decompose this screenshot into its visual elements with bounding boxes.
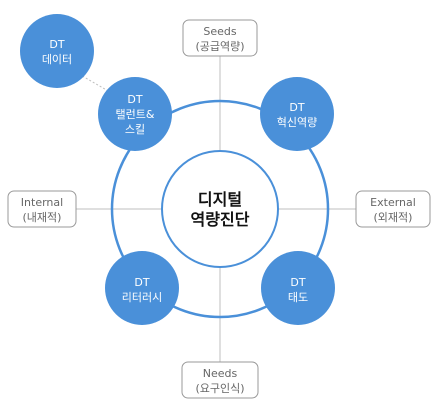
axis-label-left: Internal (내재적) xyxy=(7,190,77,228)
node-data-line1: DT xyxy=(49,38,64,51)
outer-ring xyxy=(110,99,330,319)
node-data-line2: 데이터 xyxy=(42,53,72,66)
axis-bottom-line1: Needs xyxy=(203,367,238,380)
node-attitude: DT 태도 xyxy=(261,251,335,325)
node-talent-skill: DT 탤런트& 스킬 xyxy=(98,77,172,151)
node-literacy: DT 리터러시 xyxy=(105,251,179,325)
axis-right-line1: External xyxy=(370,196,416,209)
node-talent-line3: 스킬 xyxy=(125,123,145,136)
axis-label-top: Seeds (공급역량) xyxy=(182,19,258,57)
axis-top-line1: Seeds xyxy=(203,25,237,38)
node-innovation: DT 혁신역량 xyxy=(260,77,334,151)
center-title-line1: 디지털 xyxy=(198,190,242,209)
node-attitude-line1: DT xyxy=(290,276,305,289)
axis-left-line1: Internal xyxy=(21,196,63,209)
axis-label-right: External (외재적) xyxy=(355,190,431,228)
center-circle xyxy=(161,150,279,268)
axis-right-line2: (외재적) xyxy=(374,211,413,224)
node-talent-line2: 탤런트& xyxy=(116,108,155,121)
center-title-line2: 역량진단 xyxy=(191,210,250,229)
node-literacy-line1: DT xyxy=(134,276,149,289)
axis-top-line2: (공급역량) xyxy=(195,40,244,53)
node-data: DT 데이터 xyxy=(20,14,94,88)
axis-left-line2: (내재적) xyxy=(23,211,62,224)
node-innovation-line2: 혁신역량 xyxy=(277,116,317,129)
node-literacy-line2: 리터러시 xyxy=(122,291,162,304)
node-innovation-line1: DT xyxy=(289,101,304,114)
node-talent-line1: DT xyxy=(127,93,142,106)
node-attitude-line2: 태도 xyxy=(288,291,308,304)
axis-bottom-line2: (요구인식) xyxy=(195,382,244,395)
connector-dotted xyxy=(71,69,111,93)
axis-label-bottom: Needs (요구인식) xyxy=(181,361,259,399)
